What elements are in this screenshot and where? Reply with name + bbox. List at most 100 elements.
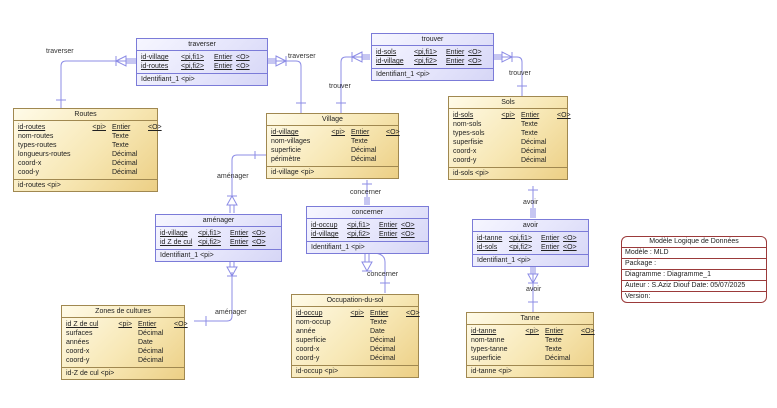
link-label-avoir-top: avoir	[523, 199, 539, 206]
attribute-name: année	[296, 328, 316, 335]
entity-village[interactable]: Village id-village<pi>Entier<O>nom-villa…	[266, 113, 400, 179]
attribute-tag: <pi>	[118, 321, 132, 328]
attribute-name: coord-x	[18, 160, 42, 167]
attribute-name: coord-y	[296, 355, 320, 362]
association-concerner[interactable]: concerner id-occup<pi,fi1>Entier<O>id-vi…	[306, 206, 429, 254]
attribute-type: Entier	[138, 321, 157, 328]
entity-title: Village	[267, 114, 398, 126]
attribute-name: id-routes	[141, 63, 169, 70]
entity-identifier: id-routes <pi>	[18, 182, 61, 189]
attribute-mandatory: <O>	[236, 63, 250, 70]
attribute-type: Décimal	[370, 337, 396, 344]
attribute-list: id-occup<pi,fi1>Entier<O>id-village<pi,f…	[307, 219, 428, 242]
link-trouver-village	[340, 56, 370, 114]
attribute-row: coord-x Décimal	[18, 159, 153, 168]
association-amenager[interactable]: aménager id-village<pi,fi1>Entier<O>id Z…	[155, 214, 282, 262]
info-author-date: Auteur : S.Aziz Diouf Date: 05/07/2025	[622, 281, 766, 292]
attribute-type: Entier	[370, 310, 389, 317]
entity-title: Sols	[449, 97, 567, 109]
attribute-name: nom-routes	[18, 133, 54, 140]
association-title: avoir	[473, 220, 588, 232]
attribute-type: Décimal	[521, 139, 547, 146]
attribute-name: types-sols	[453, 130, 485, 137]
attribute-tag	[495, 138, 521, 147]
attribute-tag: <pi,fi2>	[414, 58, 437, 65]
attribute-tag	[517, 354, 545, 363]
model-info-box: Modèle Logique de Données Modèle : MLD P…	[621, 236, 767, 303]
attribute-type: Entier	[379, 231, 398, 238]
entity-identifier: id-sols <pi>	[453, 170, 489, 177]
attribute-row: id-tanne<pi>Entier<O>	[471, 327, 595, 336]
attribute-tag: <pi,fi2>	[181, 63, 204, 70]
attribute-tag: <pi,fi1>	[509, 235, 532, 242]
attribute-mandatory: <O>	[468, 49, 482, 56]
association-title: traverser	[137, 39, 267, 51]
info-version: Version:	[625, 293, 651, 300]
attribute-type: Date	[370, 328, 385, 335]
entity-occupation-du-sol[interactable]: Occupation-du-sol id-occup<pi>Entier<O>n…	[291, 294, 420, 378]
attribute-row: id-village<pi>Entier<O>	[271, 128, 400, 137]
attribute-type: Décimal	[112, 160, 138, 167]
attribute-tag	[78, 159, 112, 168]
attribute-tag	[321, 146, 351, 155]
association-avoir[interactable]: avoir id-tanne<pi,fi1>Entier<O>id-sols<p…	[472, 219, 589, 267]
attribute-list: id-village<pi,fi1>Entier<O>id-routes<pi,…	[137, 51, 267, 74]
attribute-type: Entier	[446, 49, 465, 56]
entity-identifier: id-occup <pi>	[296, 368, 339, 375]
attribute-mandatory: <O>	[557, 112, 571, 119]
attribute-mandatory: <O>	[174, 321, 188, 328]
attribute-tag: <pi,fi1>	[347, 222, 370, 229]
attribute-name: nom-sols	[453, 121, 482, 128]
attribute-row: id-village<pi,fi2>Entier<O>	[311, 230, 424, 239]
attribute-tag	[517, 345, 545, 354]
link-label-traverser-right: traverser	[288, 53, 316, 60]
info-package: Package :	[622, 259, 766, 270]
attribute-tag: <pi,fi1>	[198, 230, 221, 237]
attribute-type: Entier	[541, 235, 560, 242]
attribute-name: id-village	[376, 58, 404, 65]
association-traverser[interactable]: traverser id-village<pi,fi1>Entier<O>id-…	[136, 38, 268, 86]
association-title: aménager	[156, 215, 281, 227]
attribute-tag	[108, 347, 138, 356]
attribute-name: id-village	[160, 230, 188, 237]
entity-zones-de-cultures[interactable]: Zones de cultures id Z de cul<pi>Entier<…	[61, 305, 188, 380]
association-title: trouver	[372, 34, 493, 46]
attribute-type: Date	[138, 339, 153, 346]
attribute-type: Décimal	[351, 156, 377, 163]
attribute-tag: <pi,fi1>	[414, 49, 437, 56]
attribute-row: id Z de cul<pi>Entier<O>	[66, 320, 188, 329]
attribute-type: Entier	[446, 58, 465, 65]
attribute-mandatory: <O>	[406, 310, 420, 317]
attribute-name: coord-y	[453, 157, 477, 164]
attribute-tag	[495, 120, 521, 129]
attribute-row: id-routes<pi,fi2>Entier<O>	[141, 62, 263, 71]
attribute-type: Décimal	[138, 330, 164, 337]
attribute-type: Texte	[370, 319, 387, 326]
link-traverser-routes	[60, 60, 136, 110]
attribute-tag	[108, 329, 138, 338]
attribute-name: coord-x	[296, 346, 320, 353]
attribute-type: Texte	[521, 121, 538, 128]
attribute-tag	[340, 318, 370, 327]
association-identifier: Identifiant_1 <pi>	[141, 76, 195, 83]
attribute-name: id-sols	[477, 244, 498, 251]
attribute-row: nom-sols Texte	[453, 120, 563, 129]
attribute-name: id-village	[311, 231, 339, 238]
attribute-row: id-tanne<pi,fi1>Entier<O>	[477, 234, 584, 243]
attribute-type: Entier	[230, 239, 249, 246]
attribute-tag	[78, 132, 112, 141]
association-trouver[interactable]: trouver id-sols<pi,fi1>Entier<O>id-villa…	[371, 33, 494, 81]
attribute-row: id-sols<pi,fi2>Entier<O>	[477, 243, 584, 252]
attribute-tag	[340, 327, 370, 336]
attribute-type: Entier	[541, 244, 560, 251]
attribute-tag	[108, 356, 138, 365]
